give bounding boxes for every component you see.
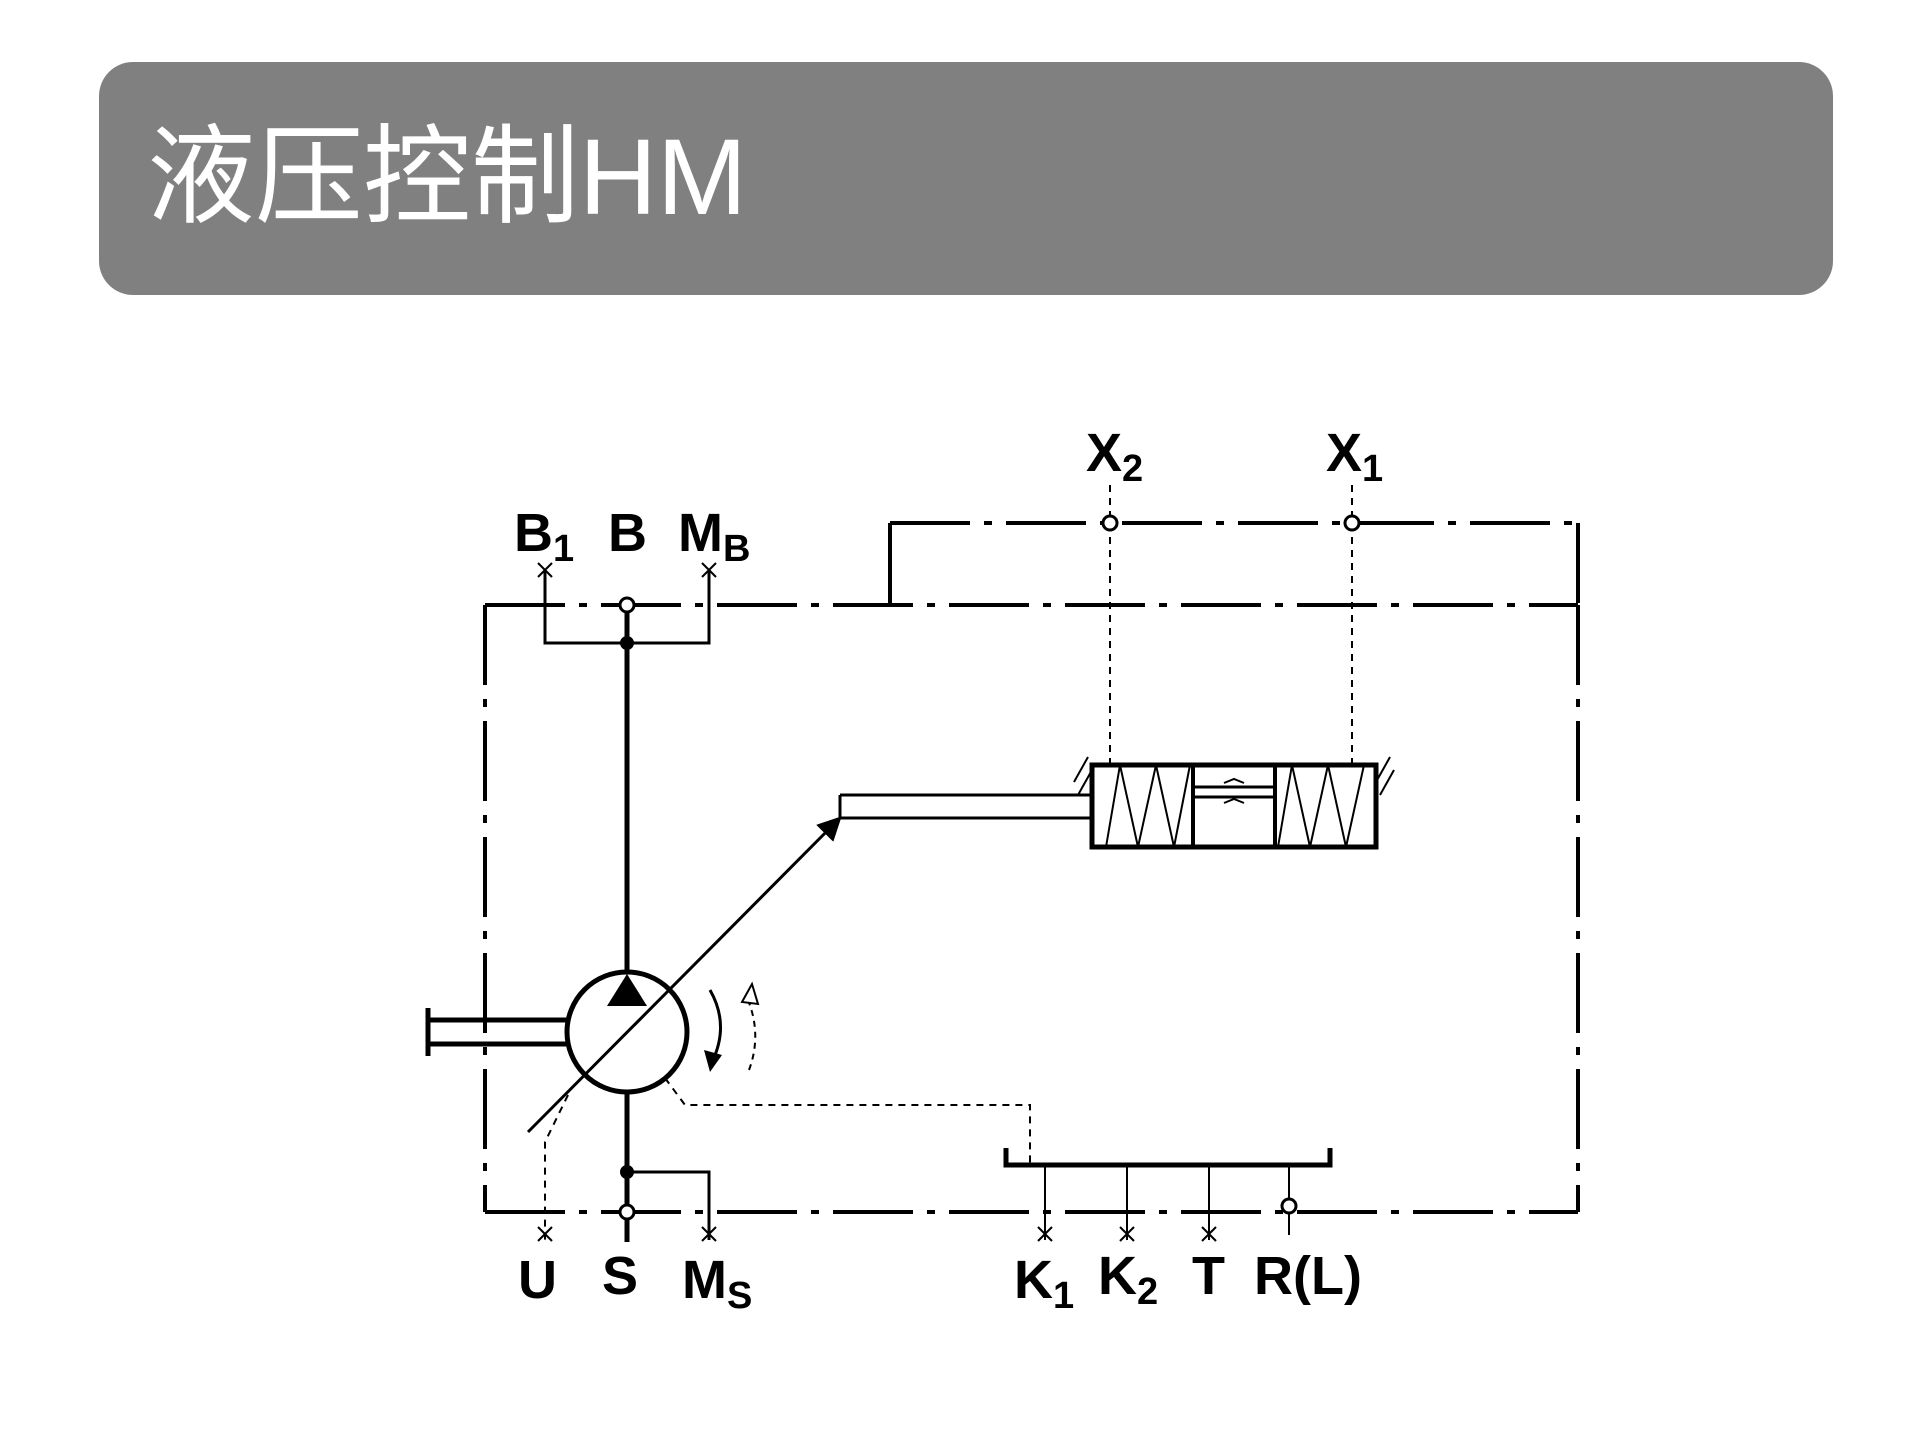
title-suffix: HM bbox=[579, 116, 747, 237]
port-label-x1: X1 bbox=[1326, 423, 1383, 490]
rotation-arrow-alt bbox=[747, 999, 757, 1071]
rotation-arrow bbox=[708, 989, 722, 1063]
plug-k2 bbox=[1119, 1226, 1135, 1242]
title-banner: 液压控制HM bbox=[99, 62, 1833, 295]
plug-b1 bbox=[537, 562, 553, 578]
control-port-boundary bbox=[888, 521, 1580, 605]
page-title: 液压控制HM bbox=[147, 102, 747, 253]
port-label-mb: MB bbox=[678, 503, 750, 570]
variable-displacement-arrow bbox=[526, 816, 842, 1134]
port-label-k2: K2 bbox=[1098, 1246, 1158, 1313]
control-cylinder bbox=[1073, 756, 1395, 850]
plug-k1 bbox=[1037, 1226, 1053, 1242]
port-label-k1: K1 bbox=[1014, 1250, 1074, 1317]
spring-right bbox=[1277, 764, 1365, 848]
port-label-ms: MS bbox=[682, 1250, 752, 1317]
title-main: 液压控制 bbox=[147, 115, 580, 240]
u-drain-line bbox=[544, 1094, 569, 1240]
port-label-r: R(L) bbox=[1254, 1246, 1362, 1306]
port-label-b: B bbox=[608, 503, 647, 563]
pump-drain-line bbox=[664, 1077, 1031, 1165]
housing-boundary bbox=[483, 603, 1580, 1214]
drain-bus bbox=[1003, 1148, 1333, 1168]
plug-t bbox=[1201, 1226, 1217, 1242]
port-label-u: U bbox=[518, 1250, 557, 1310]
spring-left bbox=[1105, 764, 1191, 848]
control-rod bbox=[838, 793, 1092, 820]
drive-shaft bbox=[425, 1008, 568, 1056]
plug-u bbox=[537, 1226, 553, 1242]
plug-ms bbox=[701, 1226, 717, 1242]
port-label-x2: X2 bbox=[1086, 423, 1143, 490]
port-label-b1: B1 bbox=[514, 503, 574, 570]
pump-direction-triangle bbox=[607, 974, 647, 1006]
port-label-t: T bbox=[1192, 1246, 1225, 1306]
port-label-s: S bbox=[602, 1246, 638, 1306]
ms-branch-line bbox=[627, 1170, 711, 1240]
plug-mb bbox=[701, 562, 717, 578]
